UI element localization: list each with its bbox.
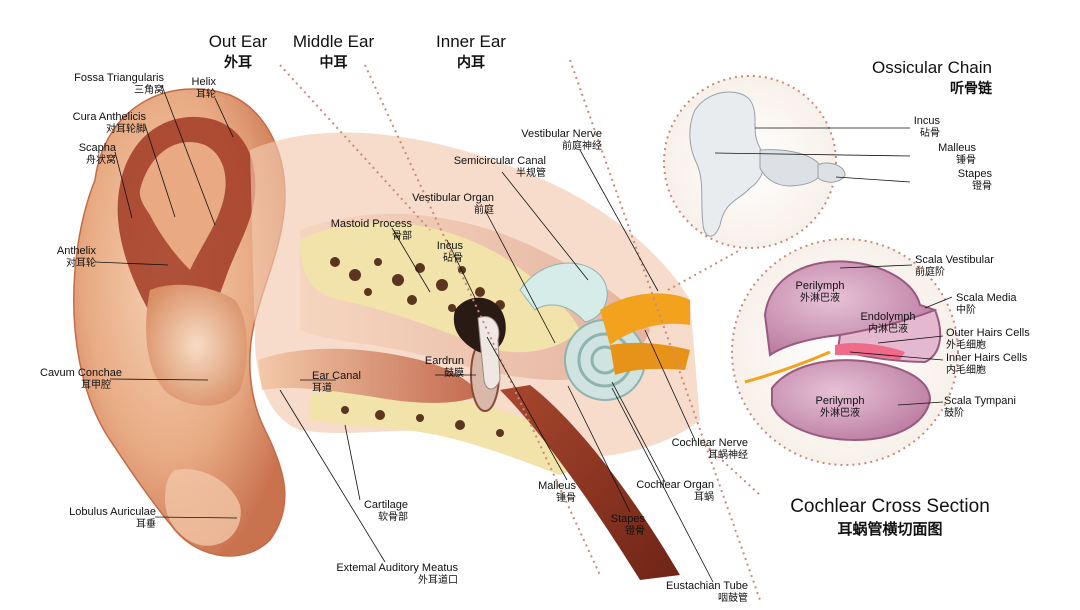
label-ear-canal: Ear Canal 耳道 — [312, 370, 361, 394]
header-middle-ear: Middle Ear 中耳 — [292, 32, 375, 70]
section-dividers — [279, 59, 761, 601]
cochlear-cross-section-panel — [731, 238, 959, 466]
label-mastoid-process: Mastoid Process 骨部 — [330, 218, 412, 242]
label-perilymph-top: Perilymph 外淋巴液 — [795, 280, 845, 304]
label-eardrum: Eardrun 鼓膜 — [424, 355, 464, 379]
header-out-ear: Out Ear 外耳 — [208, 32, 268, 70]
label-scapha: Scapha 舟状窝 — [78, 142, 116, 166]
label-vestibular-organ: Vestibular Organ 前庭 — [412, 192, 494, 216]
label-oc-stapes: Stapes 镫骨 — [957, 168, 992, 192]
header-inner-ear: Inner Ear 内耳 — [436, 32, 506, 70]
label-perilymph-bottom: Perilymph 外淋巴液 — [815, 395, 865, 419]
label-scala-media: Scala Media 中阶 — [956, 292, 1017, 316]
header-ossicular-chain: Ossicular Chain 听骨链 — [872, 58, 992, 96]
label-endolymph: Endolymph 内淋巴液 — [860, 311, 916, 335]
ossicular-chain-panel — [663, 75, 846, 249]
label-cochlear-nerve: Cochlear Nerve 耳蜗神经 — [671, 437, 748, 461]
label-cura-anthelicis: Cura Anthelicis 对耳轮脚 — [72, 111, 146, 135]
label-cochlear-organ: Cochlear Organ 耳蜗 — [636, 479, 714, 503]
label-malleus: Malleus 锤骨 — [538, 480, 576, 504]
label-semicircular-canal: Semicircular Canal 半规管 — [453, 155, 546, 179]
label-eustachian-tube: Eustachian Tube 咽鼓管 — [666, 580, 748, 604]
label-vestibular-nerve: Vestibular Nerve 前庭神经 — [521, 128, 602, 152]
label-lobulus-auriculae: Lobulus Auriculae 耳垂 — [69, 506, 156, 530]
label-cartilage: Cartilage 软骨部 — [363, 499, 408, 523]
label-fossa-triangularis: Fossa Triangularis 三角窝 — [74, 72, 164, 96]
label-external-auditory-meatus: Extemal Auditory Meatus 外耳道口 — [336, 562, 458, 586]
leader-lines — [94, 85, 953, 583]
label-inner-hairs-cells: Inner Hairs Cells 内毛细胞 — [946, 352, 1028, 376]
label-oc-incus: Incus 砧骨 — [913, 115, 940, 139]
label-scala-vestibular: Scala Vestibular 前庭阶 — [915, 254, 994, 278]
header-cochlear-cross-section: Cochlear Cross Section 耳蜗管横切面图 — [790, 496, 990, 538]
label-cavum-conchae: Cavum Conchae 耳甲腔 — [40, 367, 122, 391]
label-helix: Helix 耳轮 — [191, 76, 216, 100]
label-incus: Incus 砧骨 — [436, 240, 463, 264]
label-oc-malleus: Malleus 锤骨 — [938, 142, 976, 166]
label-stapes: Stapes 镫骨 — [610, 513, 645, 537]
label-anthelix: Anthelix 对耳轮 — [56, 245, 96, 269]
label-scala-tympani: Scala Tympani 鼓阶 — [944, 395, 1016, 419]
head-cross-section — [250, 132, 700, 580]
label-outer-hairs-cells: Outer Hairs Cells 外毛细胞 — [946, 327, 1030, 351]
